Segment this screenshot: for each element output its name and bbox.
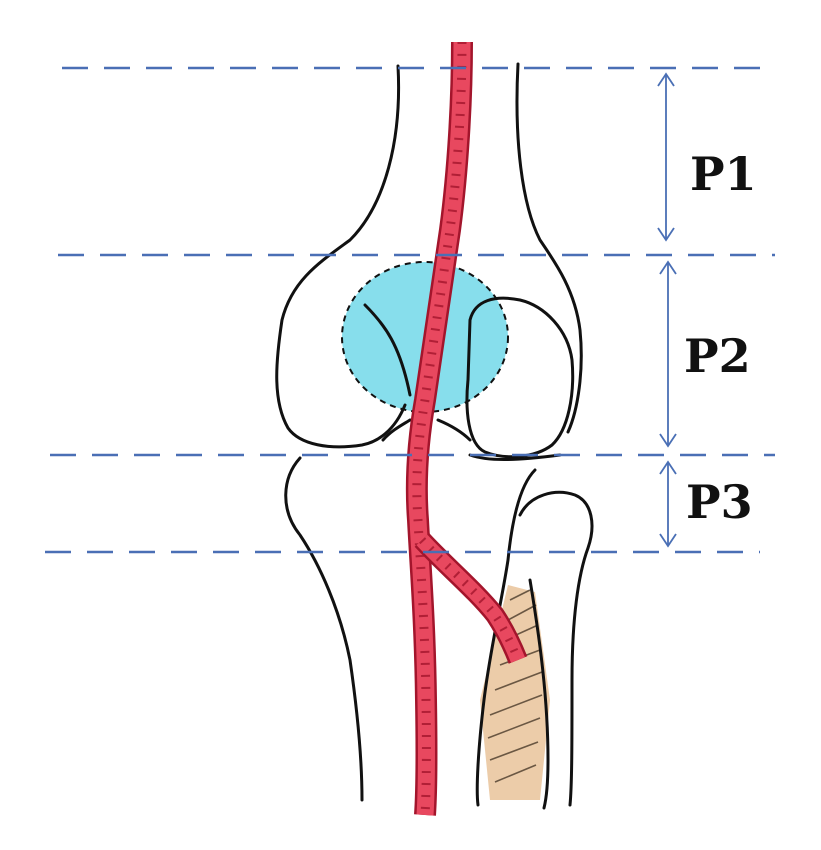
segment-arrows xyxy=(657,72,677,548)
segment-label-p2: P2 xyxy=(684,329,751,383)
anterior-tibial-branch xyxy=(414,533,528,664)
segment-label-p3: P3 xyxy=(686,475,753,529)
femur-outline xyxy=(275,62,583,449)
arrow-p1 xyxy=(657,72,675,242)
arrow-p2 xyxy=(659,260,677,448)
patella-condyle-outline xyxy=(465,296,575,459)
segment-label-p1: P1 xyxy=(690,147,757,201)
fibula-outline xyxy=(518,490,594,810)
arrow-p3 xyxy=(659,460,677,548)
popliteal-artery xyxy=(405,41,473,816)
segment-boundaries xyxy=(45,66,775,554)
